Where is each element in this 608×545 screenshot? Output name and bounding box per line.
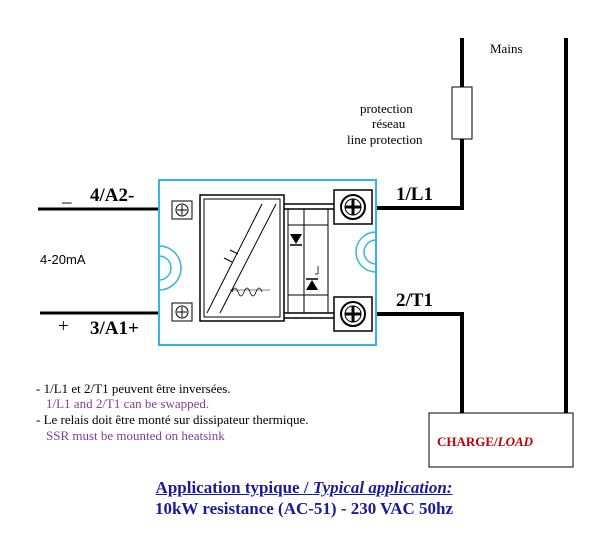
terminal-2-label: 2/T1 xyxy=(396,290,433,311)
minus-sign: _ xyxy=(61,185,72,206)
terminal-screw-2 xyxy=(333,296,373,332)
terminal-1-label: 1/L1 xyxy=(396,184,433,205)
protection-label-en: line protection xyxy=(347,132,423,147)
optocoupler-block xyxy=(199,194,285,322)
mount-hole-right xyxy=(355,231,377,273)
protection-label-fr2: réseau xyxy=(372,116,406,131)
caption-title: Application typique / Typical applicatio… xyxy=(0,478,608,498)
caption-title-en: Typical application: xyxy=(312,478,453,497)
mains-label: Mains xyxy=(490,41,523,56)
terminal-screw-4 xyxy=(171,200,193,220)
mount-hole-left xyxy=(158,245,182,291)
terminal-3-label: 3/A1+ xyxy=(90,318,139,339)
signal-label: 4-20mA xyxy=(40,252,86,267)
note-line2-fr: - Le relais doit être monté sur dissipat… xyxy=(36,412,309,427)
power-stage xyxy=(284,203,334,319)
caption-title-fr: Application typique / xyxy=(155,478,313,497)
terminal-4-label: 4/A2- xyxy=(90,185,134,206)
note-line1-fr: - 1/L1 et 2/T1 peuvent être inversées. xyxy=(36,381,231,396)
wire-2-t1 xyxy=(374,312,464,414)
note-line2-en: SSR must be mounted on heatsink xyxy=(46,428,225,443)
note-line1-en: 1/L1 and 2/T1 can be swapped. xyxy=(46,396,210,411)
mount-hole-left-inner xyxy=(158,255,172,281)
load-box xyxy=(428,412,574,468)
plus-sign: + xyxy=(58,316,69,337)
load-label: CHARGE/LOAD xyxy=(437,434,534,449)
protection-label-fr: protection xyxy=(360,101,413,116)
terminal-screw-1 xyxy=(333,189,373,225)
mount-hole-right-inner xyxy=(363,239,377,265)
fuse-symbol xyxy=(451,86,473,140)
caption-subtitle: 10kW resistance (AC-51) - 230 VAC 50hz xyxy=(154,499,454,518)
terminal-screw-3 xyxy=(171,302,193,322)
